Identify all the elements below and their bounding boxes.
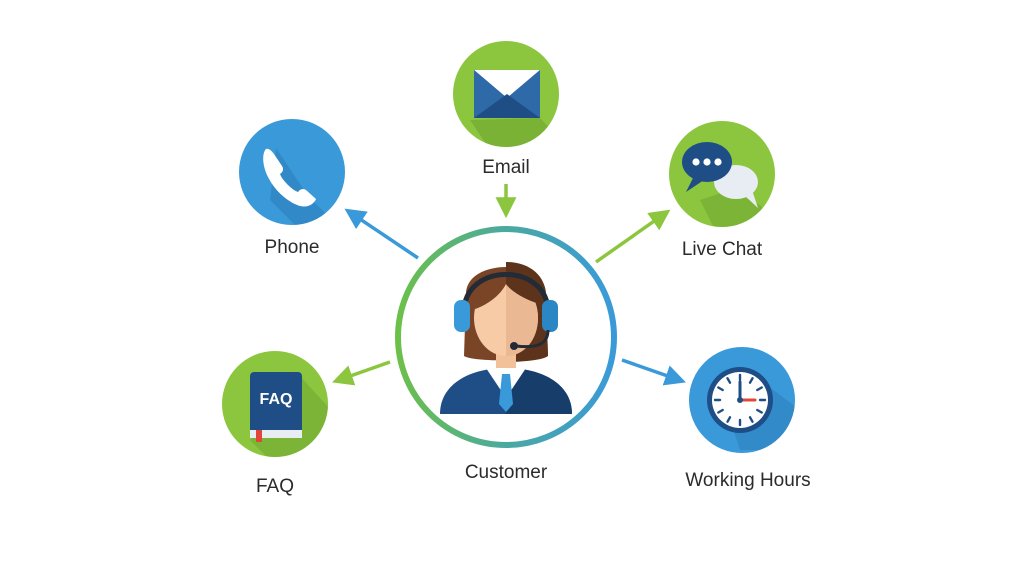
connector-arrows — [332, 184, 686, 386]
faq-node: FAQ — [222, 351, 328, 457]
faq-label: FAQ — [255, 476, 295, 497]
arrow-to-faq — [332, 360, 391, 386]
faq-book-icon: FAQ — [250, 372, 302, 442]
working-hours-label: Working Hours — [685, 470, 811, 491]
phone-label: Phone — [264, 237, 320, 258]
envelope-icon — [474, 70, 540, 118]
customer-label: Customer — [464, 462, 548, 483]
arrow-to-phone — [344, 208, 419, 260]
arrow-to-live-chat — [594, 209, 671, 264]
live-chat-label: Live Chat — [681, 239, 763, 260]
email-label: Email — [482, 157, 530, 178]
working-hours-node — [689, 347, 795, 453]
clock-icon — [707, 367, 773, 433]
customer-agent-node — [395, 226, 617, 448]
chat-bubbles-icon — [682, 142, 758, 208]
live-chat-node — [669, 121, 775, 227]
support-agent-icon — [440, 262, 572, 414]
email-node — [453, 41, 559, 147]
faq-book-text: FAQ — [260, 391, 293, 408]
phone-node — [239, 119, 345, 225]
arrow-to-working-hours — [621, 358, 686, 386]
phone-icon — [263, 148, 316, 207]
